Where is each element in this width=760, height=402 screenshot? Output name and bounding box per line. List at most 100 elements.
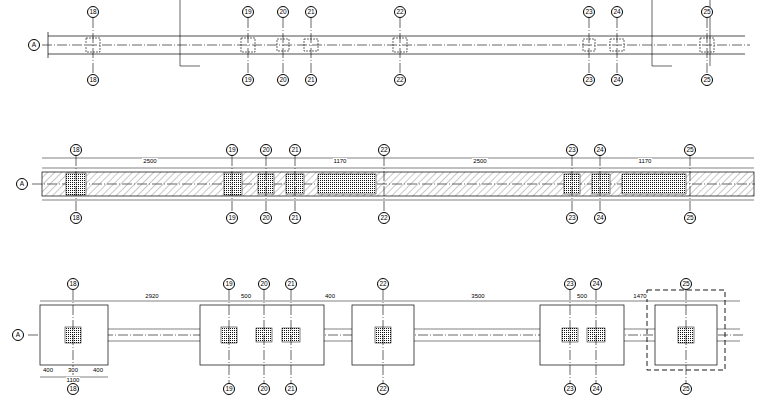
axis-bubble: 19 [226,144,238,156]
axis-line [283,18,284,74]
axis-number: 22 [380,215,387,222]
dimension-text: 400 [324,293,336,299]
dimension-text: 1170 [333,158,348,164]
axis-line [76,156,77,212]
axis-line [400,18,401,74]
axis-number: 24 [596,147,603,154]
axis-bubble: 22 [377,278,389,290]
axis-bubble: 22 [394,6,406,18]
axis-bubble: 23 [583,6,595,18]
axis-line [311,18,312,74]
axis-line [93,18,94,74]
axis-bubble: 25 [701,6,713,18]
axis-bubble: 23 [564,278,576,290]
axis-number: 21 [291,147,298,154]
axis-number: 20 [260,386,267,393]
axis-line [264,290,265,383]
axis-number: 22 [396,77,403,84]
axis-bubble: 19 [223,383,235,395]
axis-number: A [32,42,36,49]
axis-number: 24 [596,215,603,222]
axis-number: 19 [225,281,232,288]
axis-number: 22 [379,386,386,393]
axis-bubble: 20 [258,383,270,395]
dimension-text: 300 [67,367,79,373]
axis-bubble: 25 [680,383,692,395]
dimension-text: 400 [92,367,104,373]
axis-line [266,156,267,212]
axis-bubble: 21 [289,144,301,156]
axis-number: 20 [279,77,286,84]
axis-number: 20 [260,281,267,288]
axis-number: 21 [287,281,294,288]
axis-bubble: 22 [378,212,390,224]
axis-bubble-a: A [12,329,24,341]
axis-bubble: 21 [285,383,297,395]
axis-bubble: 25 [680,278,692,290]
axis-line [686,290,687,383]
axis-number: 24 [592,281,599,288]
axis-bubble: 24 [611,74,623,86]
axis-bubble: 20 [260,144,272,156]
axis-bubble: 20 [277,74,289,86]
axis-number: 23 [566,386,573,393]
axis-number: 22 [396,9,403,16]
axis-line [291,290,292,383]
axis-bubble: 22 [377,383,389,395]
axis-number: 23 [568,215,575,222]
axis-bubble: 24 [590,278,602,290]
axis-number: 18 [72,215,79,222]
axis-line [570,290,571,383]
axis-bubble: 22 [394,74,406,86]
axis-number: 25 [686,215,693,222]
axis-number: 19 [225,386,232,393]
axis-bubble: 24 [594,144,606,156]
axis-bubble: 24 [594,212,606,224]
axis-number: 23 [566,281,573,288]
axis-number: A [20,181,24,188]
axis-line [229,290,230,383]
axis-bubble: 21 [289,212,301,224]
axis-number: 23 [568,147,575,154]
axis-line [617,18,618,74]
axis-bubble: 20 [258,278,270,290]
axis-bubble: 23 [564,383,576,395]
axis-number: 22 [379,281,386,288]
axis-number: A [16,332,20,339]
dimension-text: 500 [240,293,252,299]
axis-number: 19 [244,9,251,16]
axis-number: 25 [682,386,689,393]
axis-bubble: 20 [260,212,272,224]
axis-number: 18 [89,9,96,16]
axis-bubble: 22 [378,144,390,156]
axis-bubble: 18 [87,74,99,86]
axis-bubble: 21 [305,6,317,18]
axis-bubble-a: A [16,178,28,190]
axis-number: 19 [228,147,235,154]
axis-number: 25 [682,281,689,288]
axis-line [384,156,385,212]
axis-bubble: 19 [242,6,254,18]
axis-number: 18 [89,77,96,84]
dimension-text: 2500 [472,158,487,164]
axis-number: 25 [686,147,693,154]
axis-line [232,156,233,212]
dimension-text: 1470 [632,293,647,299]
axis-bubble: 24 [611,6,623,18]
axis-bubble: 20 [277,6,289,18]
axis-number: 18 [69,386,76,393]
axis-line [707,18,708,74]
axis-number: 21 [291,215,298,222]
dimension-text: 2500 [142,158,157,164]
axis-number: 21 [307,9,314,16]
axis-number: 23 [585,9,592,16]
axis-number: 24 [613,77,620,84]
axis-number: 23 [585,77,592,84]
axis-bubble: 24 [590,383,602,395]
axis-bubble: 18 [70,212,82,224]
axis-number: 20 [262,215,269,222]
axis-number: 24 [592,386,599,393]
axis-number: 20 [279,9,286,16]
